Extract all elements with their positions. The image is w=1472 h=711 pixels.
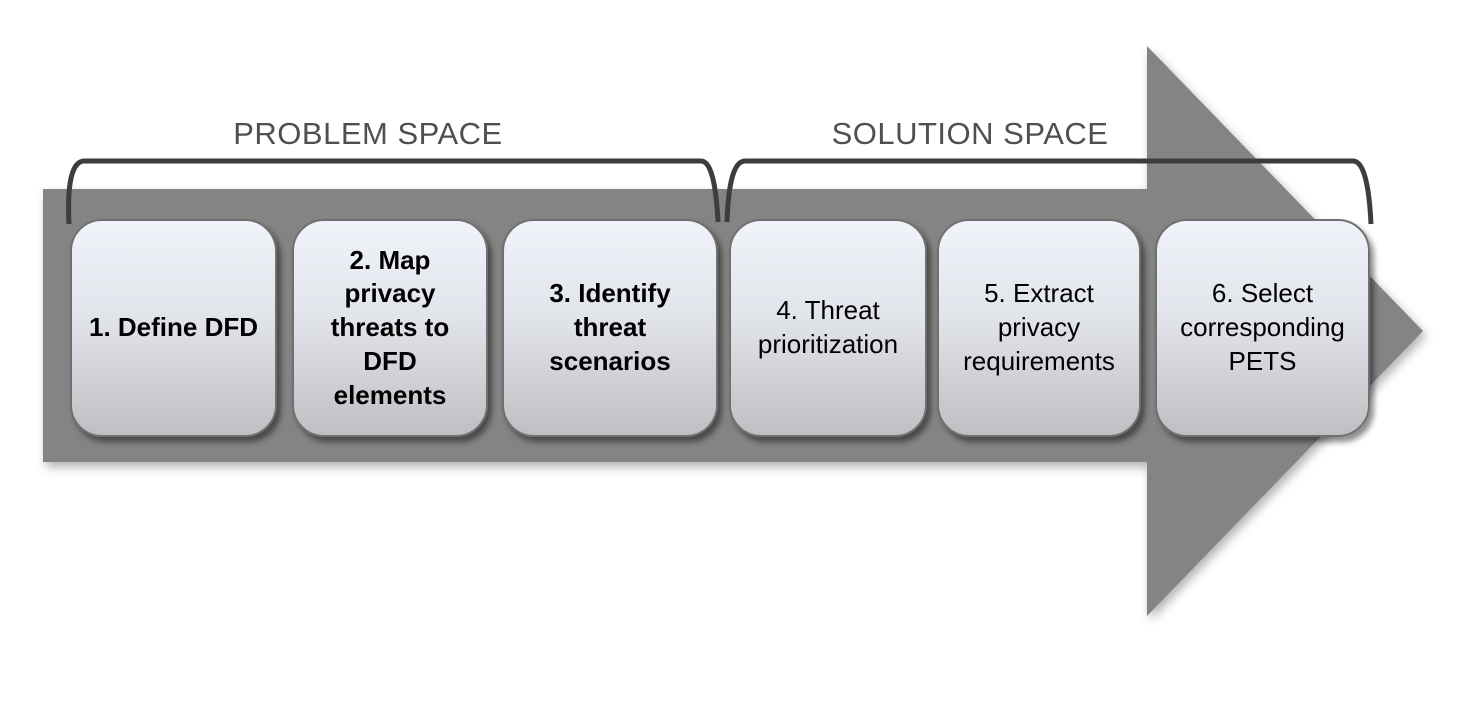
step-box-2-map-privacy-threats: 2. Map privacy threats to DFD elements <box>292 219 488 437</box>
step-label-1: 1. Define DFD <box>88 312 259 343</box>
solution-space-label: SOLUTION SPACE <box>831 116 1109 151</box>
step-label-2: 2. Map privacy threats to DFD elements <box>330 244 450 410</box>
step-label-5: 5. Extract privacy requirements <box>963 278 1115 376</box>
problem-space-bracket <box>66 158 721 225</box>
solution-space-bracket <box>724 158 1374 225</box>
step-label-3: 3. Identify threat scenarios <box>549 278 671 376</box>
step-box-1-define-dfd: 1. Define DFD <box>70 219 277 437</box>
step-box-6-select-corresponding-pets: 6. Select corresponding PETS <box>1155 219 1370 437</box>
step-label-4: 4. Threat prioritization <box>757 295 899 359</box>
step-box-3-identify-threat-scenarios: 3. Identify threat scenarios <box>502 219 718 437</box>
step-label-6: 6. Select corresponding PETS <box>1180 278 1345 376</box>
step-box-4-threat-prioritization: 4. Threat prioritization <box>729 219 927 437</box>
step-box-5-extract-privacy-requirements: 5. Extract privacy requirements <box>937 219 1141 437</box>
problem-space-label: PROBLEM SPACE <box>233 116 503 151</box>
